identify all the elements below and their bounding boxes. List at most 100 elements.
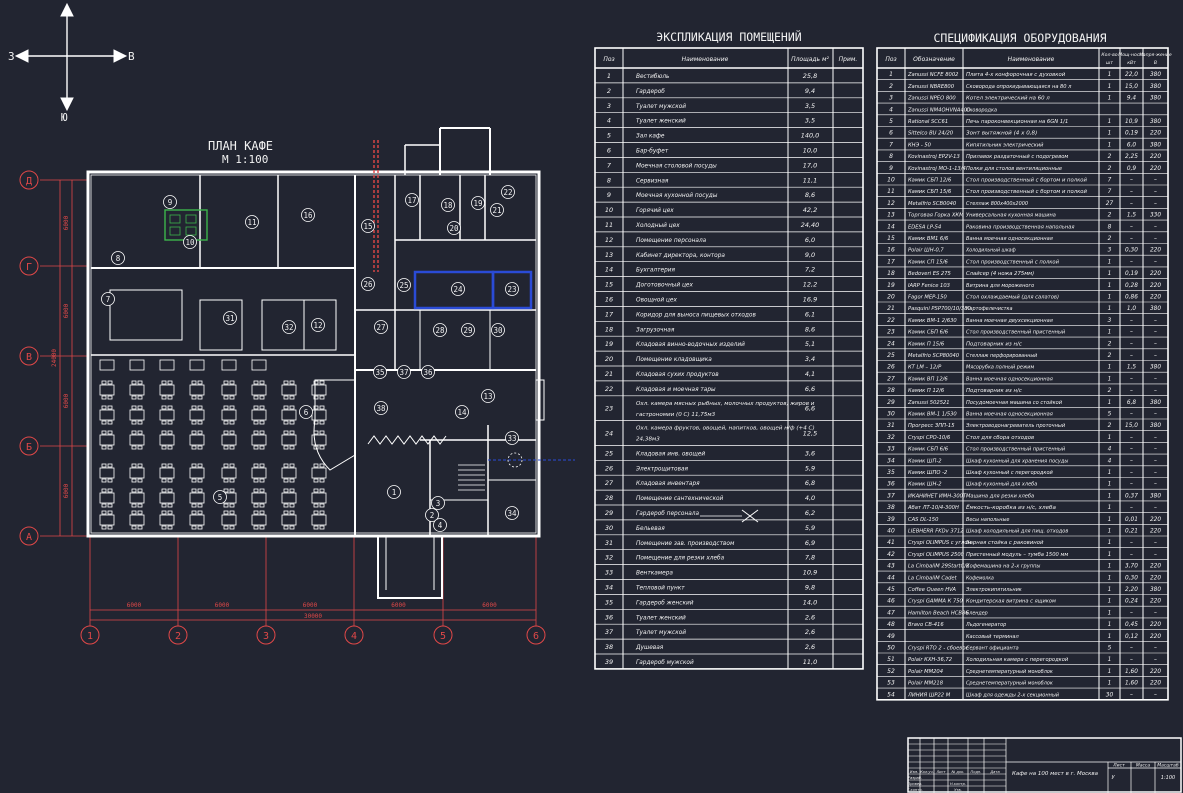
equip-cell-pos: 51 (887, 656, 895, 663)
plan-scale: М 1:100 (222, 153, 268, 166)
rooms-cell-area: 25,8 (803, 72, 817, 80)
equip-cell-power: 1,5 (1127, 213, 1137, 219)
rooms-cell-pos: 8 (607, 176, 611, 184)
rooms-cell-pos: 25 (605, 449, 613, 457)
hall-chair (289, 445, 295, 450)
col-axis-marker (344, 625, 364, 645)
room-number: 17 (407, 196, 416, 205)
equip-cell-name: Шкаф холодильный для пищ. отходов (966, 528, 1068, 534)
row-axis-label: А (26, 532, 32, 543)
equip-cell-voltage: 380 (1150, 423, 1161, 429)
hall-chair (191, 395, 197, 400)
rooms-cell-name: Туалет женский (636, 119, 686, 125)
equip-cell-qty: 2 (1108, 388, 1112, 394)
room-number-marker (397, 278, 411, 292)
equip-cell-power: – (1130, 330, 1133, 336)
equip-cell-qty: 8 (1108, 224, 1112, 230)
rooms-cell-name: Гардероб (636, 89, 665, 95)
hall-table (251, 514, 267, 526)
floor-plan[interactable] (86, 127, 759, 599)
equip-cell-name: Стол для сбора отходов (966, 435, 1034, 441)
rooms-table-title: ЭКСПЛИКАЦИЯ ПОМЕЩЕНИЙ (656, 29, 801, 44)
rooms-cell-pos: 36 (605, 613, 613, 621)
col-axis-label: 5 (440, 631, 446, 642)
equip-cell-code: Sittelco BU 24/20 (908, 131, 954, 137)
hall-chair (167, 488, 173, 493)
equip-cell-voltage: – (1154, 447, 1157, 453)
hall-table (311, 492, 327, 504)
hall-table (281, 467, 297, 479)
stamp-role-label: Дата (989, 770, 999, 774)
equip-table-title: СПЕЦИФИКАЦИЯ ОБОРУДОВАНИЯ (933, 31, 1106, 45)
hall-table (221, 384, 237, 396)
room-number-marker (447, 221, 461, 235)
equip-cell-voltage: 330 (1150, 213, 1161, 219)
room-number: 11 (247, 218, 256, 227)
equip-cell-voltage: 380 (1150, 365, 1161, 371)
equip-cell-power: – (1130, 388, 1133, 394)
hall-chair (161, 420, 167, 425)
room-number-marker (282, 320, 296, 334)
room-12 (303, 299, 337, 351)
hall-chair (253, 478, 259, 483)
equip-cell-name: Кипятильник электрический (966, 142, 1044, 148)
col-axis-marker (168, 625, 188, 645)
hall-chair (253, 488, 259, 493)
hall-chair (313, 445, 319, 450)
hall-chair (191, 488, 197, 493)
rooms-cell-area: 24,40 (801, 221, 820, 229)
equip-cell-voltage: 220 (1150, 517, 1161, 523)
hall-chair (283, 463, 289, 468)
equip-cell-code: Камик ШПО -2 (908, 470, 947, 476)
hall-table (251, 492, 267, 504)
hall-chair (131, 420, 137, 425)
hall-chair (101, 488, 107, 493)
hall-chair (223, 463, 229, 468)
rooms-cell-area: 6,9 (805, 539, 815, 547)
equip-cell-qty: 1 (1108, 669, 1112, 675)
hall-table (99, 409, 115, 421)
rooms-cell-area: 11,1 (803, 176, 817, 184)
equip-cell-pos: 30 (887, 410, 895, 417)
rooms-cell-pos: 3 (607, 102, 611, 110)
room-number-marker (245, 215, 259, 229)
equip-cell-code: Bedoveri ES 275 (908, 271, 952, 277)
hall-chair (283, 395, 289, 400)
rooms-cell-area: 10,0 (803, 146, 817, 154)
equip-cell-voltage: 220 (1150, 622, 1161, 628)
equip-cell-name: Холодильный шкаф (965, 248, 1016, 254)
equip-cell-pos: 9 (889, 165, 893, 172)
equip-cell-name: Зонт вытяжной (4 х 0,8) (966, 131, 1037, 137)
hall-chair (197, 488, 203, 493)
rooms-cell-area: 6,0 (805, 236, 815, 244)
equip-header-unit: шт (1106, 61, 1113, 66)
equip-cell-power: – (1130, 552, 1133, 558)
rooms-cell-name: Вестибюль (636, 74, 669, 80)
rooms-cell-pos: 18 (605, 325, 613, 333)
equip-cell-voltage: 380 (1150, 306, 1161, 312)
room-number-marker (405, 193, 419, 207)
equip-cell-power: 1,5 (1127, 365, 1137, 371)
rooms-cell-name: Кладовая винно-водочных изделий (636, 342, 745, 348)
equip-cell-pos: 29 (887, 399, 895, 406)
equip-cell-name: Ёмкость-коробка из н/с, хлеба (966, 504, 1056, 511)
room-number-marker (431, 496, 445, 510)
room-31 (199, 299, 243, 351)
hall-chair (229, 380, 235, 385)
hall-chair (101, 395, 107, 400)
kitchen-equipment (164, 140, 575, 468)
hall-chair (223, 510, 229, 515)
equip-cell-pos: 35 (887, 469, 895, 476)
equip-cell-code: Pasquini PSP700/10/380 (908, 306, 972, 312)
equip-cell-voltage: – (1154, 341, 1157, 347)
hall-chair (229, 445, 235, 450)
equip-cell-name: Мясорубка полный режим (966, 365, 1034, 371)
hall-table (311, 384, 327, 396)
equip-cell-pos: 52 (887, 668, 895, 675)
equip-header-unit: кВт (1127, 60, 1136, 66)
equip-cell-code: Камик ВМ-1 2/630 (908, 318, 957, 324)
equip-cell-code: Polair ММ204 (908, 669, 943, 675)
